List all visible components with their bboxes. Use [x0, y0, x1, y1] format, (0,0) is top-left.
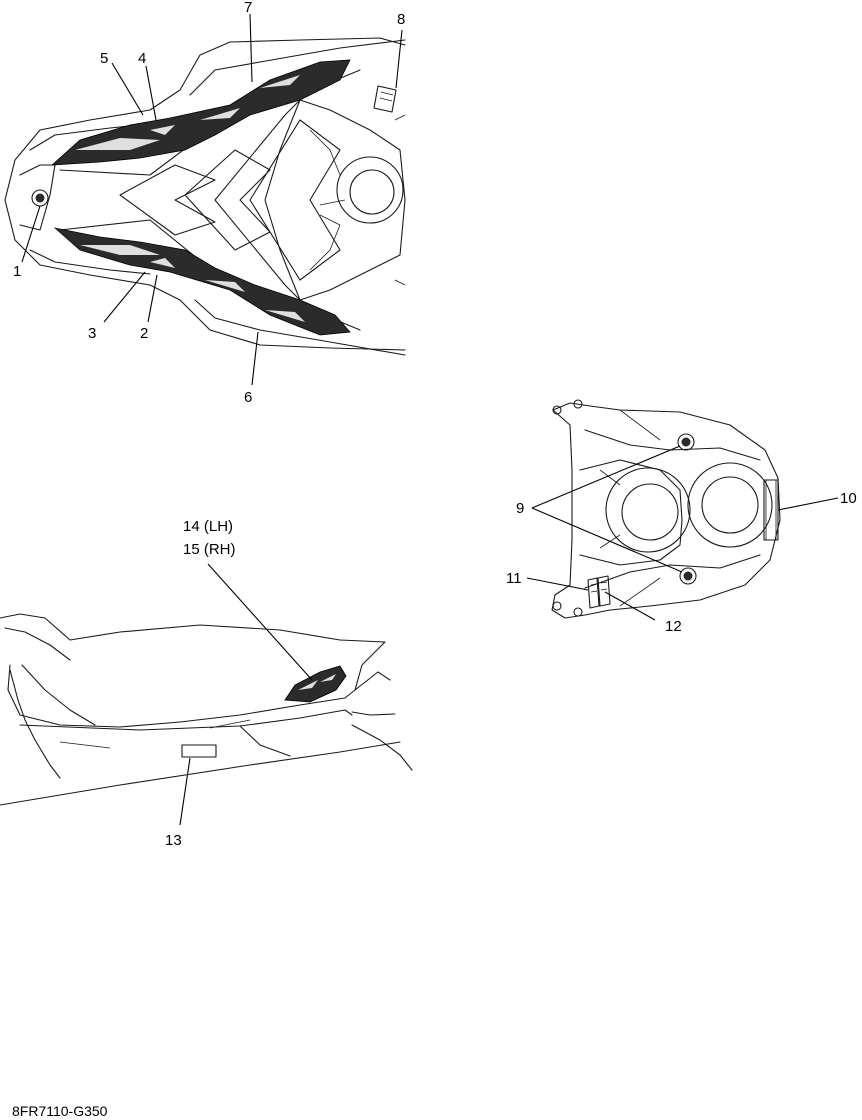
- callout-4: 4: [138, 50, 146, 67]
- callout-5: 5: [100, 50, 108, 67]
- callout-9: 9: [516, 500, 524, 517]
- callout-2: 2: [140, 325, 148, 342]
- callout-7: 7: [244, 0, 252, 16]
- callout-labels: 1 2 3 4 5 6 7 8 9 10 11 12 13 14 (LH) 15…: [13, 0, 857, 849]
- figure-code: 8FR7110-G350: [12, 1103, 108, 1119]
- callout-8: 8: [397, 11, 405, 28]
- callout-1: 1: [13, 263, 21, 280]
- callout-12: 12: [665, 618, 682, 635]
- callout-15: 15 (RH): [183, 541, 236, 558]
- callout-13: 13: [165, 832, 182, 849]
- callout-6: 6: [244, 389, 252, 406]
- front-hood-view: [4, 13, 406, 386]
- callout-10: 10: [840, 490, 857, 507]
- callout-3: 3: [88, 325, 96, 342]
- callout-11: 11: [506, 570, 522, 587]
- callout-14: 14 (LH): [183, 518, 233, 535]
- rear-deck-view: [526, 399, 839, 621]
- side-view: [0, 563, 413, 826]
